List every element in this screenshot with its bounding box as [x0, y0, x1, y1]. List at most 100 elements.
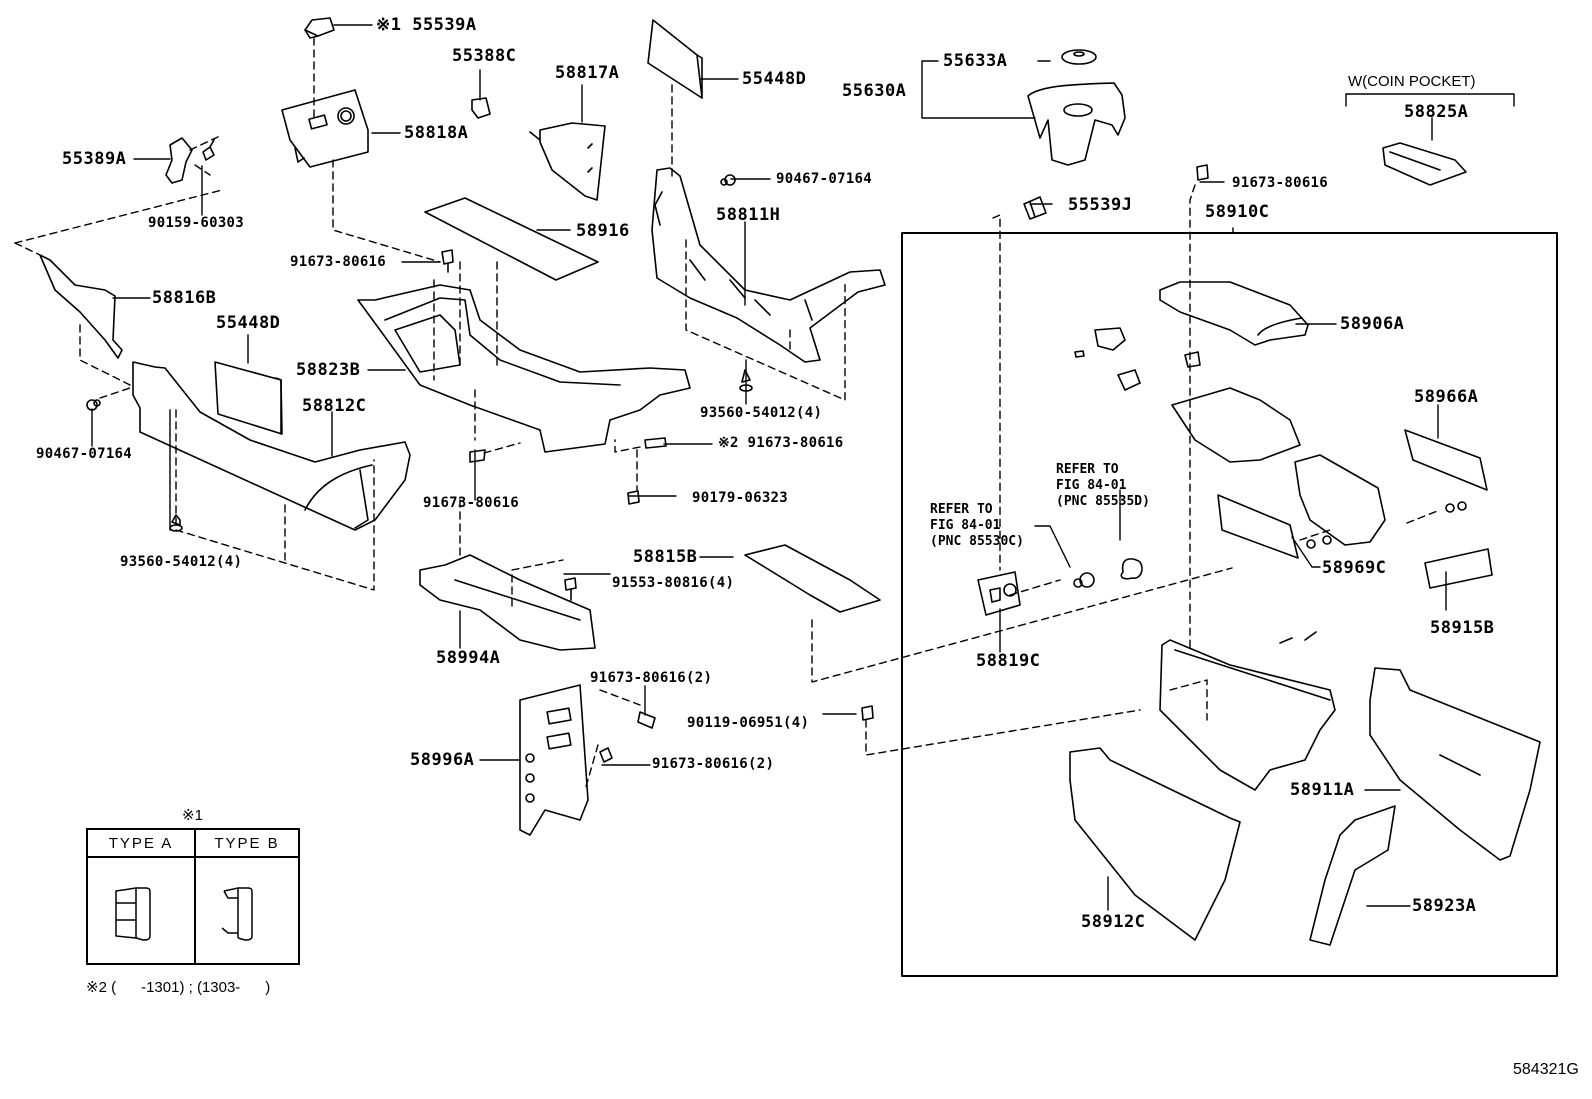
part-58823b-console	[357, 284, 691, 453]
part-label-55448d-top[interactable]: 55448D	[742, 69, 807, 89]
part-85530c-switch	[1073, 572, 1095, 588]
part-label-58906a[interactable]: 58906A	[1340, 314, 1405, 334]
refer-to-fig-85530c[interactable]: REFER TO FIG 84-01 (PNC 85530C)	[930, 502, 1024, 549]
part-90179-nut	[627, 490, 640, 505]
part-58923a-panel	[1309, 805, 1396, 946]
part-label-90179-06323[interactable]: 90179-06323	[692, 490, 789, 506]
part-93560-screw-mid	[739, 369, 753, 392]
part-55389a-bracket	[165, 137, 193, 184]
type-b-cap-icon	[221, 887, 253, 941]
part-93560-screw-left	[169, 514, 183, 532]
part-label-58817a[interactable]: 58817A	[555, 63, 620, 83]
part-label-55630a[interactable]: 55630A	[842, 81, 907, 101]
part-label-58966a[interactable]: 58966A	[1414, 387, 1479, 407]
part-latch-small	[1074, 327, 1201, 391]
refer-to-fig-85535d[interactable]: REFER TO FIG 84-01 (PNC 85535D)	[1056, 462, 1150, 509]
part-58819c-plate	[977, 571, 1021, 616]
part-label-58819c[interactable]: 58819C	[976, 651, 1041, 671]
part-label-58915b[interactable]: 58915B	[1430, 618, 1495, 638]
part-label-93560-54012-mid[interactable]: 93560-54012(4)	[700, 405, 823, 421]
part-label-91553-80816[interactable]: 91553-80816(4)	[612, 575, 735, 591]
part-label-55448d-mid[interactable]: 55448D	[216, 313, 281, 333]
part-55539a-cap	[304, 17, 335, 39]
part-58817a-trim	[529, 122, 606, 201]
part-label-55388c[interactable]: 55388C	[452, 46, 517, 66]
legend-type-table: TYPE A TYPE B	[86, 828, 300, 965]
legend-header-type-b: TYPE B	[196, 830, 298, 858]
part-55633a-mat	[1061, 49, 1097, 65]
part-58816b-trim	[39, 254, 123, 359]
part-label-90467-07164-left[interactable]: 90467-07164	[36, 446, 133, 462]
part-label-55539j[interactable]: 55539J	[1068, 195, 1133, 215]
part-small-pins	[1279, 501, 1467, 644]
part-label-58910c[interactable]: 58910C	[1205, 202, 1270, 222]
legend-divider	[194, 856, 196, 963]
part-58815b-mat	[744, 544, 881, 613]
part-90159-60303-screw	[202, 139, 215, 161]
part-58994a-bracket	[419, 554, 596, 651]
part-55539j	[1023, 196, 1047, 220]
part-label-55539a[interactable]: ※1 55539A	[376, 15, 477, 35]
part-58812c-trim	[132, 361, 411, 531]
part-91553-bolt	[564, 577, 577, 601]
part-label-58818a[interactable]: 58818A	[404, 123, 469, 143]
assembly-dashed-lines	[14, 37, 1441, 791]
part-label-91673-80616-note2[interactable]: ※2 91673-80616	[718, 435, 844, 451]
part-58916-mat	[424, 197, 599, 281]
coin-pocket-note: W(COIN POCKET)	[1348, 73, 1476, 90]
part-label-91673-80616-2-upper[interactable]: 91673-80616(2)	[590, 670, 713, 686]
part-label-58812c[interactable]: 58812C	[302, 396, 367, 416]
part-90467-clip-left	[86, 399, 101, 411]
part-label-58994a[interactable]: 58994A	[436, 648, 501, 668]
part-label-90119-06951[interactable]: 90119-06951(4)	[687, 715, 810, 731]
part-85535d-knob	[1120, 558, 1143, 580]
part-label-58996a[interactable]: 58996A	[410, 750, 475, 770]
leader-lines	[91, 24, 1558, 977]
part-55630a-cupholder	[1027, 82, 1126, 166]
part-label-58916[interactable]: 58916	[576, 221, 630, 241]
part-label-90159-60303[interactable]: 90159-60303	[148, 215, 245, 231]
part-90119-bolt	[861, 705, 874, 721]
legend-type-illustrations	[115, 887, 253, 941]
legend-header-type-a: TYPE A	[88, 830, 196, 858]
part-58906a-armrest	[1159, 281, 1309, 346]
part-58969c-panel	[1217, 494, 1299, 559]
part-label-91673-80616-bottom[interactable]: 91673-80616	[423, 495, 520, 511]
part-label-58923a[interactable]: 58923A	[1412, 896, 1477, 916]
part-label-55633a[interactable]: 55633A	[943, 51, 1008, 71]
part-label-58969c[interactable]: 58969C	[1322, 558, 1387, 578]
part-58912c-panel	[1069, 747, 1241, 941]
part-label-58911a[interactable]: 58911A	[1290, 780, 1355, 800]
part-58911a-panel	[1369, 667, 1541, 861]
part-55388c-clip	[471, 97, 491, 119]
part-label-91673-80616-left[interactable]: 91673-80616	[290, 254, 387, 270]
part-console-box	[1159, 639, 1336, 791]
part-label-58825a[interactable]: 58825A	[1404, 102, 1469, 122]
part-55448d-pad-top	[647, 19, 703, 99]
part-label-58823b[interactable]: 58823B	[296, 360, 361, 380]
part-label-55389a[interactable]: 55389A	[62, 149, 127, 169]
part-58915b-button	[1424, 548, 1493, 589]
part-label-91673-80616-box[interactable]: 91673-80616	[1232, 175, 1329, 191]
part-90467-clip-top	[720, 174, 736, 186]
part-58825a-coin-pocket	[1382, 142, 1467, 186]
part-label-58912c[interactable]: 58912C	[1081, 912, 1146, 932]
part-label-58816b[interactable]: 58816B	[152, 288, 217, 308]
part-label-93560-54012-left[interactable]: 93560-54012(4)	[120, 554, 243, 570]
part-label-91673-80616-2-lower[interactable]: 91673-80616(2)	[652, 756, 775, 772]
part-58811h-panel	[651, 167, 886, 363]
part-shapes	[39, 17, 1541, 946]
part-label-90467-07164-top[interactable]: 90467-07164	[776, 171, 873, 187]
figure-id: 584321G	[1513, 1061, 1579, 1078]
footnote-serial-range: ※2 ( -1301) ; (1303- )	[86, 979, 271, 996]
type-a-cap-icon	[115, 887, 151, 941]
part-55448d-pad-mid	[214, 361, 283, 435]
part-label-58811h[interactable]: 58811H	[716, 205, 781, 225]
part-label-58815b[interactable]: 58815B	[633, 547, 698, 567]
part-58966a-panel	[1404, 429, 1488, 491]
part-58996a-bracket	[519, 684, 589, 836]
legend-title: ※1	[182, 807, 203, 824]
part-58818a-panel	[281, 89, 369, 168]
part-91673-bolts	[441, 164, 1209, 763]
